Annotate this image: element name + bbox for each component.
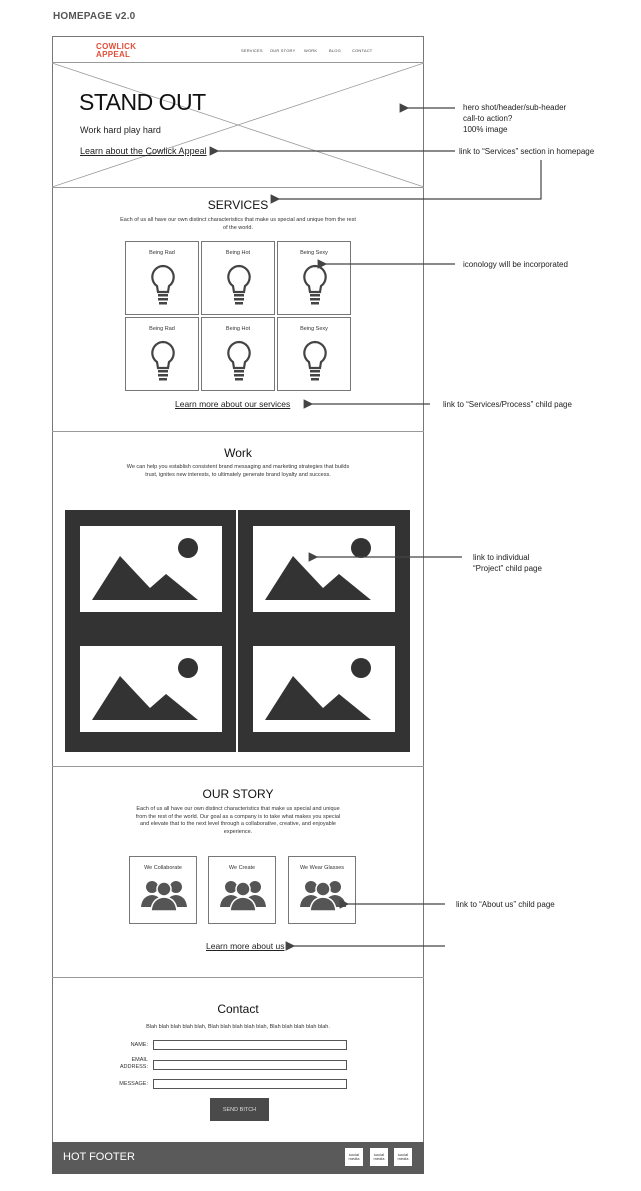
email-label-line-1: EMAIL [131, 1057, 148, 1063]
logo[interactable]: COWLICK APPEAL [96, 43, 136, 59]
image-placeholder-icon [92, 538, 198, 600]
services-link[interactable]: Learn more about our services [175, 399, 291, 409]
note-services-child: link to “Services/Process” child page [443, 400, 572, 409]
contact-title: Contact [217, 1002, 259, 1016]
story-link[interactable]: Learn more about us [206, 941, 285, 951]
footer-title: HOT FOOTER [63, 1151, 135, 1163]
project-thumbnail[interactable] [80, 646, 222, 732]
story-card[interactable]: We Create [208, 856, 276, 924]
note-hero-line-3: 100% image [463, 125, 508, 134]
nav-contact[interactable]: CONTACT [352, 48, 373, 53]
service-card[interactable]: Being Hot [201, 241, 275, 315]
story-description: Each of us all have our own distinct cha… [135, 806, 341, 835]
services-title: SERVICES [207, 198, 269, 212]
lightbulb-icon [303, 264, 327, 305]
work-description: We can help you establish consistent bra… [126, 464, 350, 478]
service-card[interactable]: Being Hot [201, 317, 275, 391]
project-thumbnail[interactable] [253, 526, 395, 612]
story-label: We Collaborate [144, 865, 182, 871]
service-label: Being Hot [225, 250, 251, 256]
image-placeholder-icon [265, 538, 371, 600]
document-title: HOMEPAGE v2.0 [53, 11, 136, 22]
story-label: We Create [228, 865, 256, 871]
contact-description: Blah blah blah blah blah, Blah blah blah… [146, 1024, 330, 1030]
users-group-icon [141, 881, 187, 912]
nav-work[interactable]: WORK [304, 48, 318, 53]
logo-line-1: COWLICK [96, 42, 137, 51]
hero-link[interactable]: Learn about the Cowlick Appeal [80, 146, 207, 156]
email-label-line-2: ADDRESS: [119, 1064, 148, 1070]
services-divider [52, 431, 424, 432]
lightbulb-icon [151, 340, 175, 381]
hero-divider [52, 187, 424, 188]
hero-subtitle: Work hard play hard [80, 125, 161, 135]
name-label: NAME: [130, 1042, 148, 1048]
nav-services[interactable]: SERVICES [241, 48, 263, 53]
work-gallery [65, 510, 410, 752]
image-placeholder-icon [265, 658, 371, 720]
lightbulb-icon [227, 340, 251, 381]
service-label: Being Hot [225, 326, 251, 332]
story-card[interactable]: We Collaborate [129, 856, 197, 924]
social-media-icon[interactable]: social media [345, 1148, 363, 1166]
note-iconology: iconology will be incorporated [463, 260, 568, 269]
service-card[interactable]: Being Sexy [277, 317, 351, 391]
work-title: Work [224, 446, 252, 460]
note-hero-line-1: hero shot/header/sub-header [463, 103, 567, 112]
note-hero: hero shot/header/sub-header call-to acti… [463, 102, 566, 135]
nav-blog[interactable]: BLOG [329, 48, 341, 53]
services-description: Each of us all have our own distinct cha… [120, 217, 356, 231]
service-card[interactable]: Being Rad [125, 317, 199, 391]
story-label: We Wear Glasses [299, 865, 345, 871]
note-about: link to “About us” child page [456, 900, 555, 909]
lightbulb-icon [151, 264, 175, 305]
service-label: Being Sexy [300, 250, 328, 256]
note-hero-line-2: call-to action? [463, 114, 513, 123]
lightbulb-icon [227, 264, 251, 305]
send-button[interactable]: SEND BITCH [210, 1098, 269, 1121]
project-thumbnail[interactable] [253, 646, 395, 732]
social-media-icon[interactable]: social media [394, 1148, 412, 1166]
users-group-icon [220, 881, 266, 912]
email-label: EMAIL ADDRESS: [88, 1057, 148, 1071]
note-project: link to individual “Project” child page [473, 552, 542, 574]
service-label: Being Rad [149, 326, 175, 332]
hero-title: STAND OUT [79, 89, 206, 115]
services-grid: Being Rad Being Hot Being Sexy Being Rad… [125, 241, 351, 392]
project-thumbnail[interactable] [80, 526, 222, 612]
arrow-services-section [270, 160, 542, 204]
gallery-divider [236, 510, 238, 752]
nav-our-story[interactable]: OUR STORY [270, 48, 296, 53]
message-input[interactable] [153, 1079, 347, 1089]
story-title: OUR STORY [202, 787, 274, 801]
service-card[interactable]: Being Sexy [277, 241, 351, 315]
image-placeholder-icon [92, 658, 198, 720]
note-project-line-1: link to individual [473, 553, 530, 562]
message-label: MESSAGE: [119, 1081, 148, 1087]
service-card[interactable]: Being Rad [125, 241, 199, 315]
note-project-line-2: “Project” child page [473, 564, 542, 573]
service-label: Being Rad [149, 250, 175, 256]
name-input[interactable] [153, 1040, 347, 1050]
social-media-icon[interactable]: social media [370, 1148, 388, 1166]
lightbulb-icon [303, 340, 327, 381]
story-divider [52, 977, 424, 978]
logo-line-2: APPEAL [96, 50, 131, 59]
service-label: Being Sexy [300, 326, 328, 332]
work-divider [52, 766, 424, 767]
email-input[interactable] [153, 1060, 347, 1070]
header-divider [52, 62, 424, 63]
note-services-link: link to “Services” section in homepage [459, 147, 595, 156]
hero-image-placeholder [52, 63, 424, 187]
